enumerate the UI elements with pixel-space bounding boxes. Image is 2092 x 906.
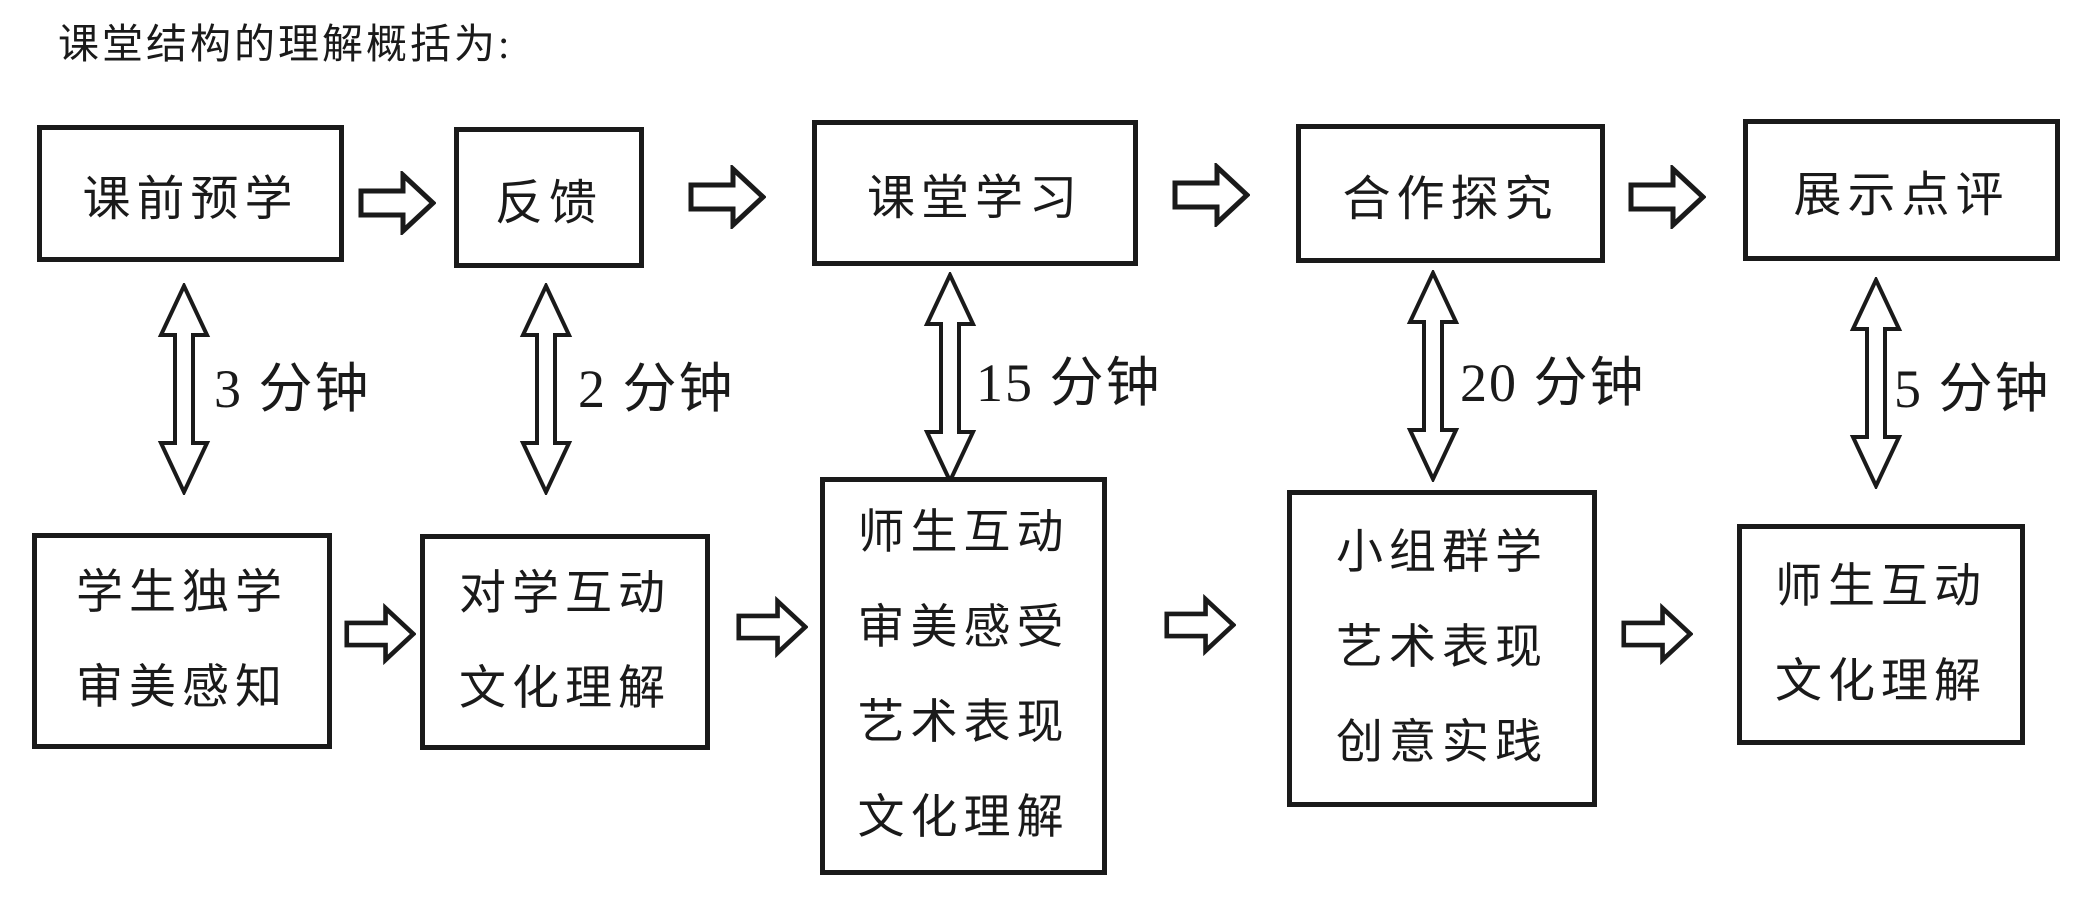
node-peer-interaction: 对学互动 文化理解 (420, 534, 710, 750)
node-line: 艺术表现 (857, 697, 1070, 749)
duration-label: 15 分钟 (976, 353, 1162, 413)
node-line: 对学互动 (459, 568, 671, 621)
node-teacher-student-interaction: 师生互动 审美感受 艺术表现 文化理解 (820, 477, 1107, 875)
right-arrow-icon (344, 603, 416, 665)
right-arrow-icon (1628, 165, 1706, 229)
duration-label: 20 分钟 (1460, 353, 1646, 413)
duration-label: 2 分钟 (578, 359, 735, 419)
node-line: 文化理解 (857, 791, 1070, 844)
node-line: 师生互动 (1775, 560, 1987, 613)
node-student-independent-study: 学生独学 审美感知 (32, 533, 332, 749)
double-arrow-vertical-icon (1849, 277, 1903, 489)
node-label: 合作探究 (1342, 172, 1559, 226)
node-line: 审美感受 (857, 602, 1070, 655)
node-feedback: 反馈 (454, 127, 644, 268)
right-arrow-icon (1621, 603, 1693, 665)
node-line: 师生互动 (857, 507, 1070, 560)
node-line: 创意实践 (1336, 716, 1548, 769)
node-teacher-student-interaction-final: 师生互动 文化理解 (1737, 524, 2025, 745)
right-arrow-icon (1164, 594, 1236, 656)
node-line: 审美感知 (76, 662, 288, 714)
right-arrow-icon (736, 596, 808, 658)
node-line: 文化理解 (459, 663, 671, 715)
duration-label: 3 分钟 (214, 359, 371, 419)
node-presentation-review: 展示点评 (1743, 119, 2060, 261)
node-group-learning: 小组群学 艺术表现 创意实践 (1287, 490, 1597, 807)
node-label: 课堂学习 (866, 172, 1083, 225)
page-title: 课堂结构的理解概括为: (58, 21, 513, 67)
node-label: 展示点评 (1793, 169, 2010, 222)
double-arrow-vertical-icon (923, 272, 977, 484)
node-line: 艺术表现 (1336, 622, 1548, 675)
right-arrow-icon (358, 171, 436, 235)
right-arrow-icon (688, 165, 766, 229)
node-label: 课前预学 (82, 172, 299, 226)
right-arrow-icon (1172, 163, 1250, 227)
node-line: 学生独学 (76, 567, 288, 620)
node-line: 小组群学 (1336, 527, 1548, 580)
double-arrow-vertical-icon (519, 283, 573, 495)
node-collaborative-inquiry: 合作探究 (1296, 124, 1605, 263)
node-line: 文化理解 (1775, 655, 1987, 708)
node-pre-class-prestudy: 课前预学 (37, 125, 344, 262)
double-arrow-vertical-icon (1406, 270, 1460, 482)
node-classroom-learning: 课堂学习 (812, 120, 1138, 266)
node-label: 反馈 (494, 176, 603, 230)
double-arrow-vertical-icon (157, 283, 211, 495)
duration-label: 5 分钟 (1894, 359, 2051, 419)
